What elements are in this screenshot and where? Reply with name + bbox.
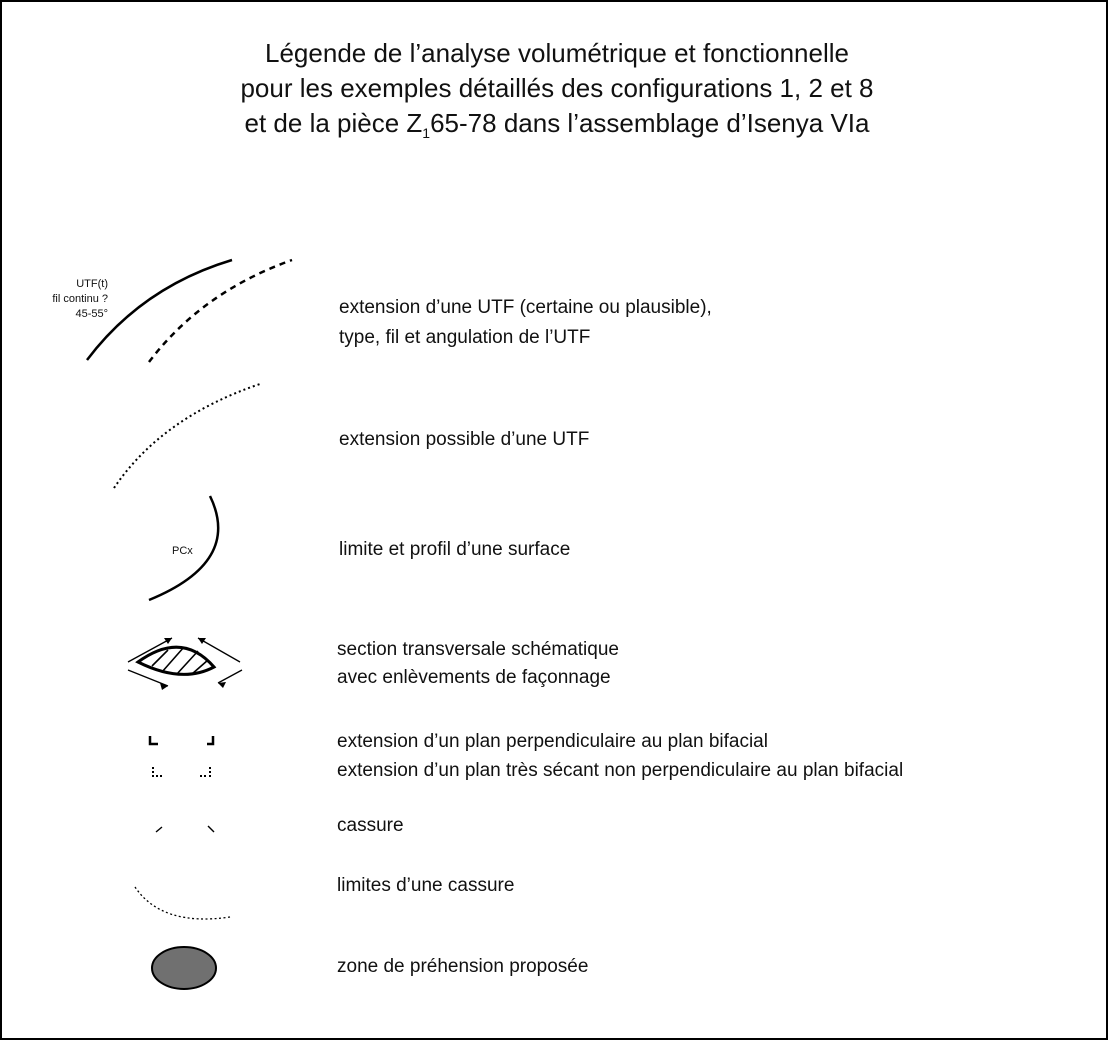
legend-label-cassure-limits: limites d’une cassure xyxy=(337,875,515,896)
legend-label-utf-extension-2: type, fil et angulation de l’UTF xyxy=(339,327,591,348)
utf-angle-annotation: 45-55° xyxy=(75,308,108,320)
legend-label-utf-extension-1: extension d’une UTF (certaine ou plausib… xyxy=(339,297,712,318)
perp-plane-brackets xyxy=(148,736,215,746)
legend-label-surface: limite et profil d’une surface xyxy=(339,539,571,560)
title-line-1: Légende de l’analyse volumétrique et fon… xyxy=(265,38,849,68)
secant-plane-brackets xyxy=(152,767,211,777)
utf-plausible-curve xyxy=(148,258,293,363)
legend-label-section-1: section transversale schématique xyxy=(337,639,619,660)
utf-type-annotation: UTF(t) xyxy=(76,278,108,290)
title-line-3-start: et de la pièce Z xyxy=(244,108,423,138)
grip-zone-ellipse xyxy=(151,946,217,990)
title-line-3-subscript: 1 xyxy=(422,125,431,142)
legend-label-secant-plane: extension d’un plan très sécant non perp… xyxy=(337,760,904,781)
legend-label-cassure: cassure xyxy=(337,815,404,836)
cross-section-icon xyxy=(127,637,243,690)
legend-label-grip-zone: zone de préhension proposée xyxy=(337,956,589,977)
title-line-3: et de la pièce Z165-78 dans l’assemblage… xyxy=(2,106,1110,150)
title-line-2: pour les exemples détaillés des configur… xyxy=(240,73,874,103)
utf-fil-annotation: fil continu ? xyxy=(52,293,108,305)
surface-annotation: PCx xyxy=(172,545,193,557)
cassure-ticks xyxy=(155,825,215,833)
legend-label-perp-plane: extension d’un plan perpendiculaire au p… xyxy=(337,731,768,752)
legend-label-section-2: avec enlèvements de façonnage xyxy=(337,667,611,688)
utf-possible-curve xyxy=(113,383,261,489)
cassure-limits-curve xyxy=(134,886,231,920)
title-line-3-end: 65-78 dans l’assemblage d’Isenya VIa xyxy=(430,108,870,138)
utf-certain-curve xyxy=(86,258,233,361)
surface-profile-curve xyxy=(148,495,220,602)
legend-label-utf-possible: extension possible d’une UTF xyxy=(339,429,590,450)
